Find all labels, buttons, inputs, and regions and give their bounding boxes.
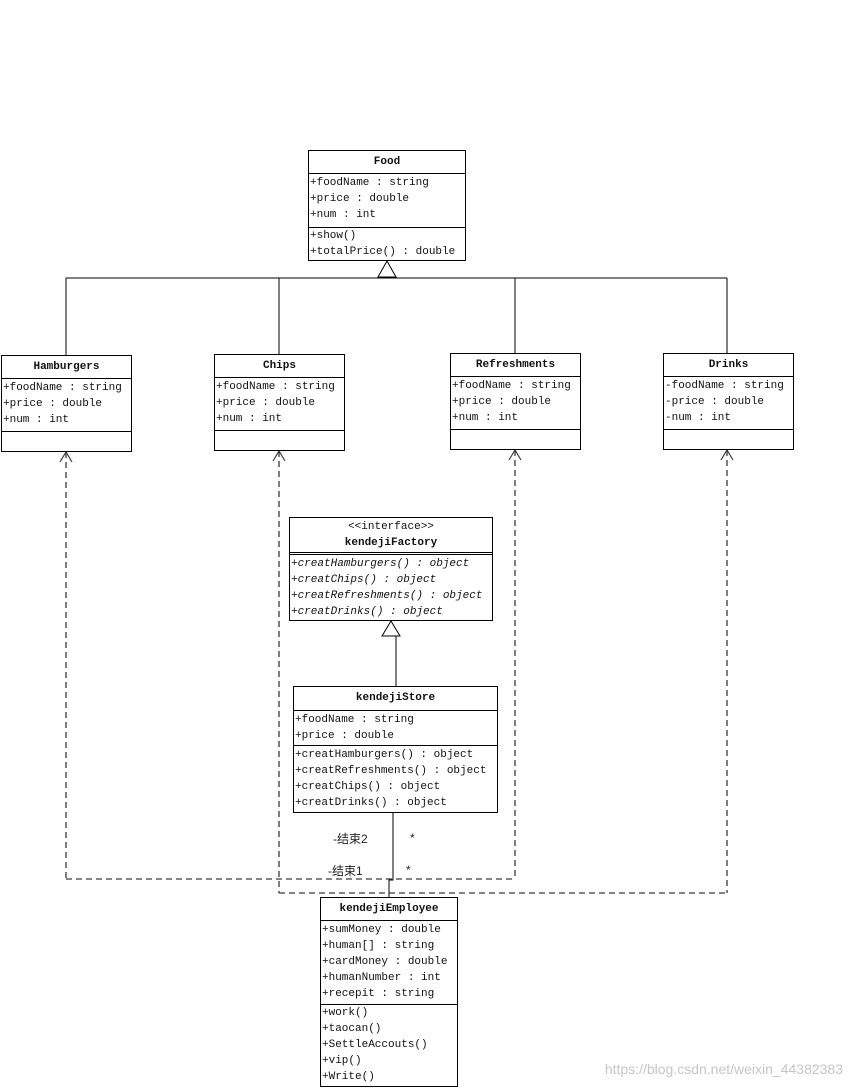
attribute-row: +num : int <box>310 209 377 221</box>
attribute-row: +recepit : string <box>322 988 435 1000</box>
attribute-row: +num : int <box>3 414 70 426</box>
dependency-arrowhead-drinks <box>720 448 734 461</box>
class-hamburgers: Hamburgers +foodName : string +price : d… <box>1 355 132 452</box>
class-name: kendejiEmployee <box>339 903 439 915</box>
attribute-row: +cardMoney : double <box>322 956 448 968</box>
method-row: +creatHamburgers() : object <box>295 749 474 761</box>
attribute-row: +price : double <box>295 730 395 742</box>
methods-compartment <box>664 429 793 449</box>
attribute-row: +foodName : string <box>310 177 429 189</box>
class-drinks: Drinks -foodName : string -price : doubl… <box>663 353 794 450</box>
association-end2-multiplicity: * <box>410 831 415 845</box>
attribute-row: +human[] : string <box>322 940 435 952</box>
attribute-row: +price : double <box>3 398 103 410</box>
methods-compartment: +creatHamburgers() : object +creatChips(… <box>290 554 492 620</box>
realization-arrowhead-factory <box>381 620 401 637</box>
attribute-row: +sumMoney : double <box>322 924 441 936</box>
method-row: +totalPrice() : double <box>310 246 456 258</box>
class-name: kendejiFactory <box>344 537 438 549</box>
method-row: +creatRefreshments() : object <box>295 765 487 777</box>
dependency-arrowhead-refreshments <box>508 448 522 461</box>
association-end1-multiplicity: * <box>406 863 411 877</box>
method-row: +Write() <box>322 1071 375 1083</box>
class-name: Food <box>373 156 401 168</box>
association-line <box>388 813 394 897</box>
method-row: +show() <box>310 230 357 242</box>
attributes-compartment: +foodName : string +price : double +num … <box>451 376 580 429</box>
methods-compartment: +work() +taocan() +SettleAccouts() +vip(… <box>321 1004 457 1086</box>
attribute-row: -num : int <box>665 412 732 424</box>
class-food: Food +foodName : string +price : double … <box>308 150 466 261</box>
attribute-row: +price : double <box>216 397 316 409</box>
attribute-row: +price : double <box>310 193 410 205</box>
methods-compartment <box>451 429 580 449</box>
method-row: +taocan() <box>322 1023 382 1035</box>
attributes-compartment: +foodName : string +price : double <box>294 710 497 745</box>
interface-kendeji-factory: <<interface>> kendejiFactory +creatHambu… <box>289 517 493 621</box>
method-row: +work() <box>322 1007 369 1019</box>
attribute-row: +foodName : string <box>295 714 414 726</box>
method-row: +creatDrinks() : object <box>291 606 443 618</box>
attributes-compartment: +foodName : string +price : double +num … <box>215 377 344 430</box>
method-row: +creatHamburgers() : object <box>291 558 470 570</box>
attribute-row: +price : double <box>452 396 552 408</box>
method-row: +creatRefreshments() : object <box>291 590 483 602</box>
class-kendeji-employee: kendejiEmployee +sumMoney : double +huma… <box>320 897 458 1087</box>
class-chips: Chips +foodName : string +price : double… <box>214 354 345 451</box>
method-row: +creatChips() : object <box>295 781 441 793</box>
method-row: +vip() <box>322 1055 362 1067</box>
class-refreshments: Refreshments +foodName : string +price :… <box>450 353 581 450</box>
attribute-row: +foodName : string <box>452 380 571 392</box>
method-row: +creatDrinks() : object <box>295 797 447 809</box>
attribute-row: +foodName : string <box>216 381 335 393</box>
class-name: kendejiStore <box>355 692 436 704</box>
attributes-compartment: +foodName : string +price : double +num … <box>2 378 131 431</box>
watermark-text: https://blog.csdn.net/weixin_44382383 <box>604 1061 843 1077</box>
attributes-compartment: -foodName : string -price : double -num … <box>664 376 793 429</box>
class-name: Chips <box>262 360 296 372</box>
attributes-compartment <box>290 552 492 554</box>
methods-compartment: +show() +totalPrice() : double <box>309 227 465 260</box>
interface-stereotype: <<interface>> <box>348 521 434 533</box>
association-end2-role: -结束2 <box>333 832 368 846</box>
methods-compartment: +creatHamburgers() : object +creatRefres… <box>294 745 497 812</box>
class-name: Refreshments <box>475 359 556 371</box>
methods-compartment <box>2 431 131 451</box>
attributes-compartment: +foodName : string +price : double +num … <box>309 173 465 227</box>
method-row: +SettleAccouts() <box>322 1039 428 1051</box>
association-end1-role: -结束1 <box>328 864 363 878</box>
attribute-row: +num : int <box>216 413 283 425</box>
class-name: Drinks <box>708 359 749 371</box>
attribute-row: +humanNumber : int <box>322 972 441 984</box>
attributes-compartment: +sumMoney : double +human[] : string +ca… <box>321 920 457 1004</box>
class-kendeji-store: kendejiStore +foodName : string +price :… <box>293 686 498 813</box>
attribute-row: -foodName : string <box>665 380 784 392</box>
attribute-row: +num : int <box>452 412 519 424</box>
attribute-row: -price : double <box>665 396 765 408</box>
method-row: +creatChips() : object <box>291 574 437 586</box>
generalization-arrowhead-food <box>377 259 397 278</box>
interface-header: <<interface>> kendejiFactory <box>290 518 492 552</box>
methods-compartment <box>215 430 344 450</box>
attribute-row: +foodName : string <box>3 382 122 394</box>
dependency-arrowhead-hamburgers <box>59 450 73 463</box>
class-name: Hamburgers <box>33 361 100 373</box>
dependency-arrowhead-chips <box>272 449 286 462</box>
